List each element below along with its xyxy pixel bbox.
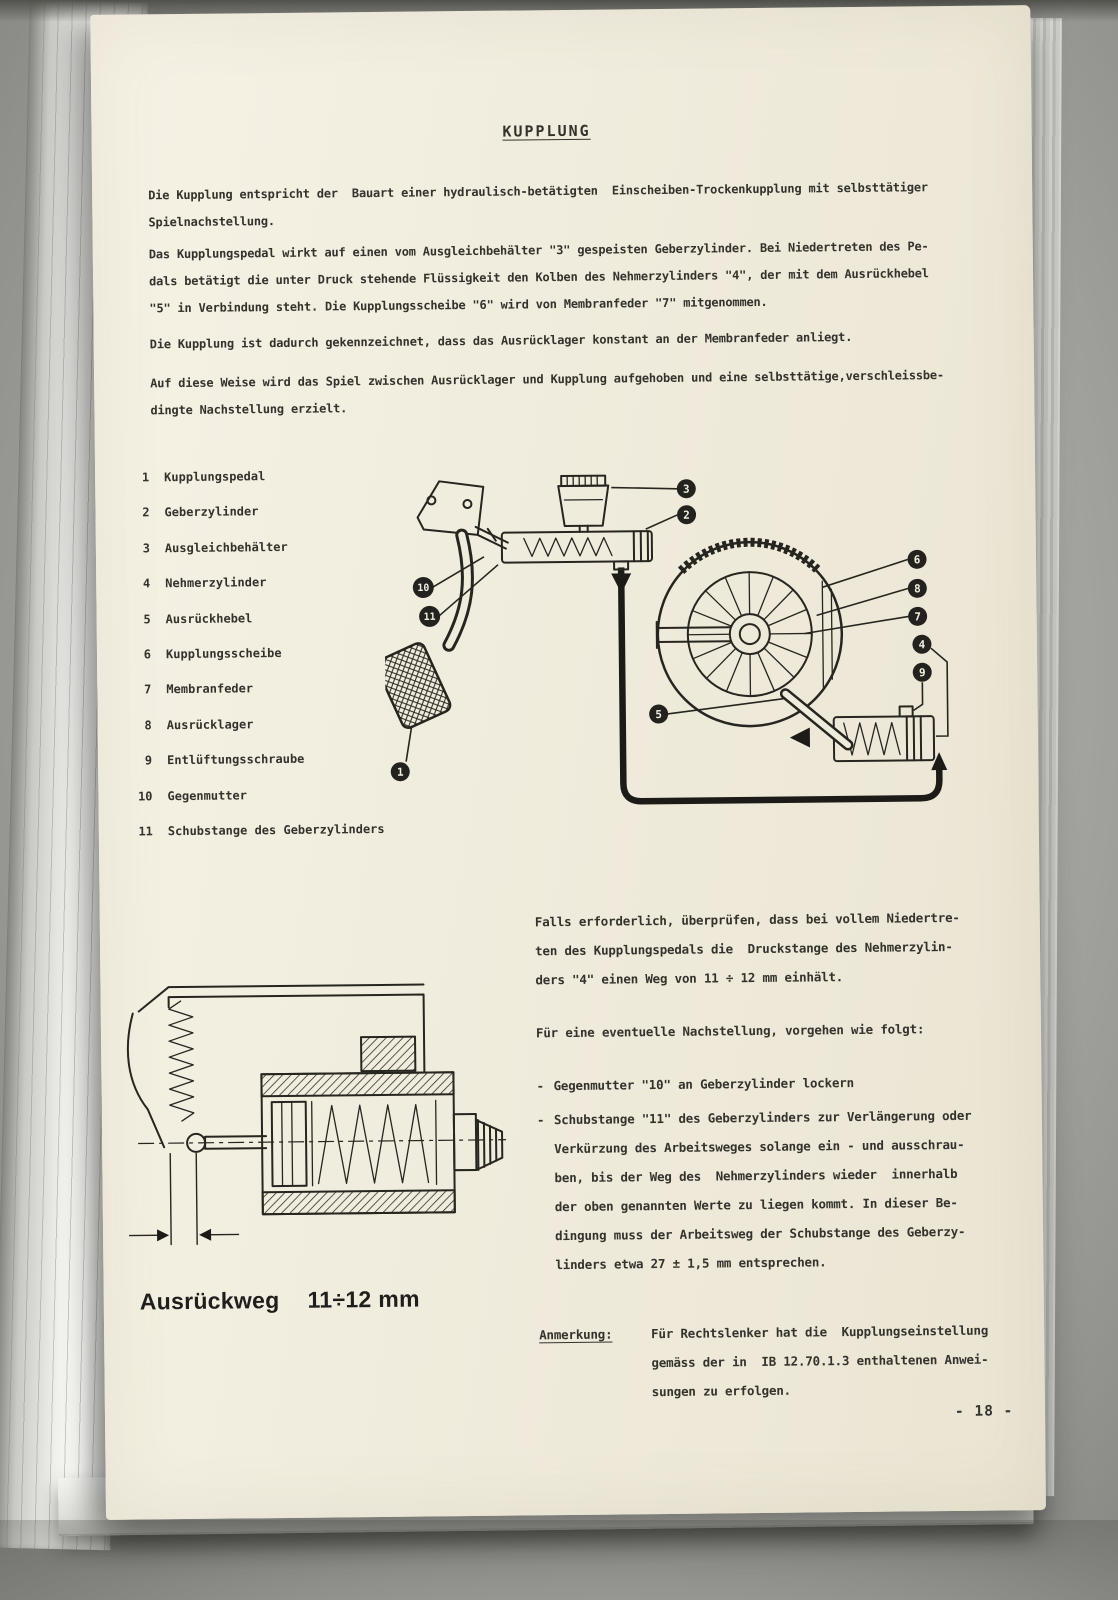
diagram-callout-3: 3	[676, 479, 696, 499]
coil-spring	[317, 1103, 430, 1185]
dim-arrow-left	[199, 1228, 212, 1241]
master-pushrod	[474, 525, 509, 550]
master-cylinder	[500, 530, 654, 564]
flow-arrow-down	[611, 573, 632, 594]
slave-pushrod	[204, 1135, 268, 1150]
part-label: Membranfeder	[166, 681, 254, 697]
part-label: Entlüftungsschraube	[167, 751, 305, 768]
svg-text:7: 7	[914, 610, 921, 623]
note-label: Anmerkung:	[539, 1326, 613, 1343]
part-label: Ausrückhebel	[165, 610, 253, 626]
adjustment-paragraph: Auf diese Weise wird das Spiel zwischen …	[150, 368, 944, 418]
svg-text:1: 1	[397, 766, 404, 779]
diagram-callout-2: 2	[677, 505, 697, 525]
diagram-callout-8: 8	[907, 578, 927, 598]
push-arrow	[789, 727, 811, 748]
part-label: Gegenmutter	[167, 787, 248, 803]
caption-value: 11÷12 mm	[307, 1285, 420, 1313]
note-block: Anmerkung: Für Rechtslenker hat die Kupp…	[539, 1315, 1032, 1407]
svg-text:4: 4	[919, 638, 926, 651]
part-label: Nehmerzylinder	[165, 575, 267, 591]
diagram-callout-10: 10	[412, 576, 434, 598]
slave-cylinder	[832, 715, 936, 763]
diagram-callout-5: 5	[649, 704, 669, 724]
boot-spring	[168, 1000, 195, 1122]
diagram-callout-1: 1	[390, 762, 410, 782]
page-title: KUPPLUNG	[502, 121, 591, 141]
diaphragm-spring	[687, 571, 813, 697]
feature-paragraph: Die Kupplung ist dadurch gekennzeichnet,…	[149, 329, 853, 352]
diagram-callout-6: 6	[907, 549, 927, 569]
part-label: Geberzylinder	[164, 504, 259, 520]
piston	[270, 1100, 308, 1188]
part-label: Schubstange des Geberzylinders	[167, 821, 385, 839]
photo-bottom-shadow	[0, 1520, 1118, 1600]
procedure-step-2: - Schubstange "11" des Geberzylinders zu…	[536, 1107, 972, 1273]
caption-label: Ausrückweg	[139, 1287, 280, 1315]
svg-text:3: 3	[683, 483, 690, 496]
pedal-bracket	[416, 480, 485, 536]
part-label: Ausrücklager	[166, 717, 254, 732]
svg-text:11: 11	[424, 612, 436, 623]
svg-text:6: 6	[914, 553, 921, 566]
flow-arrow-up	[931, 752, 948, 771]
slave-cylinder-diagram	[126, 983, 507, 1246]
diagram-callout-11: 11	[419, 605, 441, 627]
bleed-screw	[898, 705, 914, 718]
casting-block	[360, 1035, 417, 1073]
procedure-intro: Für eine eventuelle Nachstellung, vorgeh…	[535, 1021, 925, 1041]
svg-text:10: 10	[417, 583, 429, 594]
diagram-callout-9: 9	[912, 662, 932, 682]
diagram-callout-7: 7	[908, 606, 928, 626]
note-text: Für Rechtslenker hat die Kupplungseinste…	[651, 1322, 989, 1400]
procedure-step-1: - Gegenmutter "10" an Geberzylinder lock…	[536, 1075, 854, 1094]
diagram-callout-4: 4	[912, 634, 932, 654]
svg-text:2: 2	[683, 509, 690, 522]
pedal-pad	[383, 642, 452, 730]
diagram-caption: Ausrückweg 11÷12 mm	[140, 1286, 420, 1316]
fluid-reservoir	[557, 484, 610, 528]
svg-text:9: 9	[919, 666, 926, 679]
intro-paragraph: Die Kupplung entspricht der Bauart einer…	[148, 180, 928, 230]
mounting-plate	[137, 983, 426, 1074]
function-paragraph: Das Kupplungspedal wirkt auf einen vom A…	[148, 239, 929, 316]
check-instruction: Falls erforderlich, überprüfen, dass bei…	[534, 909, 960, 988]
part-label: Kupplungsscheibe	[165, 645, 282, 662]
part-label: Kupplungspedal	[164, 469, 266, 485]
adjuster-tip	[474, 1118, 504, 1171]
manual-page: KUPPLUNG Die Kupplung entspricht der Bau…	[90, 5, 1047, 1520]
hydraulic-pipe	[617, 567, 943, 805]
part-label: Ausgleichbehälter	[164, 539, 288, 555]
dimension-lines	[129, 1152, 240, 1246]
callout-leaders	[405, 486, 949, 762]
page-number: - 18 -	[954, 1403, 1014, 1420]
fork-outline	[126, 1012, 166, 1149]
dim-arrow-right	[157, 1229, 170, 1242]
svg-text:8: 8	[914, 582, 921, 595]
svg-text:5: 5	[655, 708, 662, 721]
clutch-system-diagram: 1 2 3 4 5 6 7 8 9 10 11	[383, 474, 949, 805]
center-line	[138, 1139, 507, 1145]
